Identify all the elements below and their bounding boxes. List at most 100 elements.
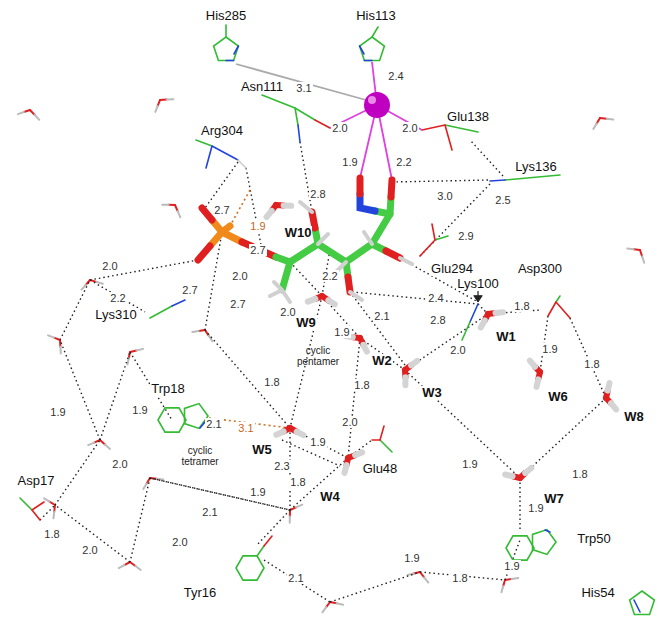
distance-label-holder: 1.9 <box>341 152 358 170</box>
residue-label: Trp50 <box>576 532 611 546</box>
water-label: W4 <box>319 490 341 504</box>
distance-label: 1.8 <box>583 358 600 370</box>
distance-label: 2.0 <box>171 536 188 548</box>
metal-ion-highlight <box>368 96 376 104</box>
distance-label: 1.9 <box>527 502 544 514</box>
distance-label: 2.0 <box>449 344 466 356</box>
water-label: W7 <box>543 492 565 506</box>
water-label-holder: W1 <box>495 327 517 345</box>
distance-label-holder: 1.9 <box>527 498 544 516</box>
residue-label: Glu48 <box>362 462 399 476</box>
distance-label-holder: 1.8 <box>451 568 468 586</box>
distance-label: 2.0 <box>331 122 348 134</box>
water-label: W2 <box>371 354 393 368</box>
distance-label: 2.0 <box>231 270 248 282</box>
water-label-holder: W6 <box>547 387 569 405</box>
distance-label: 3.0 <box>436 190 453 202</box>
distance-label: 1.9 <box>249 486 266 498</box>
distance-label: 1.9 <box>249 220 266 232</box>
ligand <box>198 178 400 292</box>
distance-label-holder: 2.0 <box>331 118 348 136</box>
residue-label-holder: Trp50 <box>576 529 611 547</box>
distance-label: 2.7 <box>229 298 246 310</box>
distance-label-holder: 2.4 <box>387 66 404 84</box>
distance-label: 2.5 <box>494 194 511 206</box>
distance-label-holder: 1.9 <box>503 556 520 574</box>
distance-label: 3.1 <box>237 422 254 434</box>
distance-label-holder: 1.9 <box>131 400 148 418</box>
distance-label-holder: 3.0 <box>436 186 453 204</box>
residue-label: Arg304 <box>200 124 244 138</box>
distance-label-holder: 2.7 <box>181 280 198 298</box>
distance-label-holder: 1.9 <box>403 548 420 566</box>
distance-label-holder: 2.2 <box>109 288 126 306</box>
distance-label: 1.9 <box>333 326 350 338</box>
distance-label-holder: 1.9 <box>249 216 266 234</box>
distance-label: 1.8 <box>451 572 468 584</box>
residue-label: His285 <box>205 9 247 23</box>
distance-label-holder: 2.1 <box>373 306 390 324</box>
distance-label: 2.0 <box>341 416 358 428</box>
distance-label: 2.8 <box>429 314 446 326</box>
residue-label-holder: Asp17 <box>17 471 56 489</box>
distance-label-holder: 2.0 <box>449 340 466 358</box>
distance-label: 1.8 <box>289 476 306 488</box>
distance-label-holder: 2.7 <box>213 200 230 218</box>
residue-label: Glu138 <box>446 110 490 124</box>
distance-label: 2.7 <box>213 204 230 216</box>
distance-label: 1.8 <box>353 379 370 391</box>
distance-label: 2.4 <box>427 292 444 304</box>
distance-label-holder: 1.9 <box>249 482 266 500</box>
metal-coordination <box>236 62 422 180</box>
distance-label: 2.0 <box>279 306 296 318</box>
distance-label-holder: 2.1 <box>201 502 218 520</box>
cluster-label-holder: cyclic tetramer <box>176 445 224 469</box>
distance-label-holder: 2.0 <box>111 454 128 472</box>
residue-label-holder: Asn111 <box>240 77 284 95</box>
water-label: W3 <box>421 386 443 400</box>
distance-label: 1.9 <box>461 458 478 470</box>
distance-label-holder: 2.0 <box>401 118 418 136</box>
distance-label: 2.1 <box>201 506 218 518</box>
distance-label-holder: 2.7 <box>229 294 246 312</box>
residue-label: His54 <box>580 586 615 600</box>
distance-label: 1.9 <box>341 156 358 168</box>
water-label: W8 <box>623 410 645 424</box>
distance-label-holder: 2.0 <box>231 266 248 284</box>
distance-label-holder: 2.4 <box>427 288 444 306</box>
background-waters <box>18 94 649 612</box>
distance-label-holder: 1.8 <box>571 464 588 482</box>
residue-label: Asp300 <box>517 262 563 276</box>
distance-label: 1.9 <box>403 552 420 564</box>
water-label: W1 <box>495 330 517 344</box>
residue-label-holder: Glu138 <box>446 107 490 125</box>
distance-label: 2.7 <box>249 244 266 256</box>
water-label-holder: W4 <box>319 487 341 505</box>
distance-label: 2.1 <box>287 572 304 584</box>
distance-label: 1.8 <box>513 300 530 312</box>
distance-label: 2.9 <box>457 230 474 242</box>
water-label: W10 <box>284 226 313 240</box>
distance-label: 2.1 <box>205 418 222 430</box>
water-label-holder: W8 <box>623 407 645 425</box>
distance-label-holder: 2.0 <box>81 540 98 558</box>
distance-label-holder: 1.9 <box>309 432 326 450</box>
distance-label-holder: 2.0 <box>171 532 188 550</box>
residue-label: Lys136 <box>514 160 557 174</box>
hydrogen-bonds <box>40 140 606 602</box>
water-label-holder: W9 <box>295 313 317 331</box>
water-label-holder: W10 <box>284 223 313 241</box>
distance-label-holder: 2.1 <box>287 568 304 586</box>
residue-label-holder: Lys100 <box>456 274 499 292</box>
water-label-holder: W2 <box>371 351 393 369</box>
water-label-holder: W3 <box>421 383 443 401</box>
distance-label: 2.4 <box>387 70 404 82</box>
distance-label-holder: 2.7 <box>249 240 266 258</box>
distance-label: 2.2 <box>321 270 338 282</box>
distance-label: 2.2 <box>109 292 126 304</box>
distance-label: 2.0 <box>111 458 128 470</box>
distance-label-holder: 2.8 <box>429 310 446 328</box>
water-label-holder: W7 <box>543 489 565 507</box>
residue-label-holder: Tyr16 <box>183 583 218 601</box>
distance-label-holder: 2.1 <box>205 414 222 432</box>
